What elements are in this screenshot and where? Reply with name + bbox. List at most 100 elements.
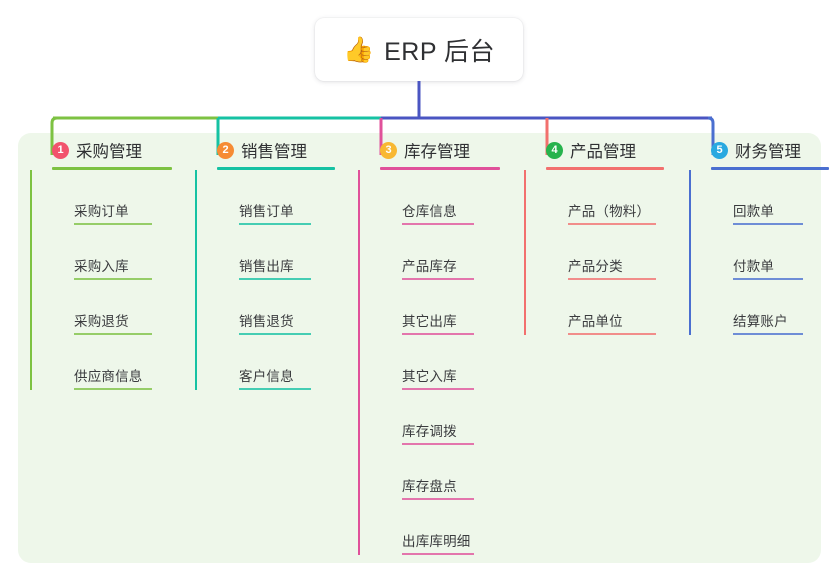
child-item-label: 出库库明细 bbox=[402, 534, 471, 549]
branch-underline bbox=[217, 167, 335, 170]
child-item-underline bbox=[733, 278, 803, 280]
child-item[interactable]: 采购订单 bbox=[52, 170, 172, 225]
child-item-label: 库存调拨 bbox=[402, 424, 457, 439]
child-item[interactable]: 采购入库 bbox=[52, 225, 172, 280]
child-item-label: 付款单 bbox=[733, 259, 775, 274]
child-item-label: 产品单位 bbox=[568, 314, 623, 329]
branch-title: 产品管理 bbox=[570, 143, 636, 161]
child-item-underline bbox=[239, 388, 311, 390]
branch-spine bbox=[30, 170, 32, 390]
branch-underline bbox=[546, 167, 664, 170]
child-item[interactable]: 销售出库 bbox=[217, 225, 335, 280]
child-item-label: 销售订单 bbox=[239, 204, 294, 219]
child-item[interactable]: 采购退货 bbox=[52, 280, 172, 335]
child-item-underline bbox=[402, 223, 474, 225]
child-item[interactable]: 销售退货 bbox=[217, 280, 335, 335]
child-item[interactable]: 库存盘点 bbox=[380, 445, 500, 500]
branches-panel bbox=[18, 133, 821, 563]
child-item-label: 产品库存 bbox=[402, 259, 457, 274]
branch-children-4: 产品（物料） 产品分类产品单位 bbox=[524, 170, 664, 335]
child-item-underline bbox=[733, 223, 803, 225]
branch-number-badge: 1 bbox=[52, 141, 69, 159]
child-item[interactable]: 供应商信息 bbox=[52, 335, 172, 390]
child-item-label: 仓库信息 bbox=[402, 204, 457, 219]
child-item[interactable]: 其它出库 bbox=[380, 280, 500, 335]
branch-title: 采购管理 bbox=[76, 143, 142, 161]
branch-1[interactable]: 1 采购管理采购订单采购入库采购退货供应商信息 bbox=[30, 133, 172, 390]
child-item-label: 其它入库 bbox=[402, 369, 457, 384]
branch-number-badge: 2 bbox=[217, 141, 234, 159]
child-item-underline bbox=[402, 553, 474, 555]
branch-2[interactable]: 2 销售管理销售订单销售出库销售退货客户信息 bbox=[195, 133, 335, 390]
branch-header-1[interactable]: 1 采购管理 bbox=[30, 133, 172, 167]
root-node-title: ERP 后台 bbox=[384, 37, 496, 66]
branch-title: 财务管理 bbox=[735, 143, 801, 161]
child-item-underline bbox=[402, 443, 474, 445]
child-item-label: 销售出库 bbox=[239, 259, 294, 274]
child-item[interactable]: 其它入库 bbox=[380, 335, 500, 390]
child-item-underline bbox=[239, 278, 311, 280]
child-item-label: 产品（物料） bbox=[568, 204, 651, 219]
child-item[interactable]: 销售订单 bbox=[217, 170, 335, 225]
child-item-underline bbox=[402, 333, 474, 335]
child-item-label: 采购入库 bbox=[74, 259, 129, 274]
child-item-label: 销售退货 bbox=[239, 314, 294, 329]
root-node[interactable]: 👍 ERP 后台 bbox=[315, 18, 523, 81]
child-item[interactable]: 付款单 bbox=[711, 225, 829, 280]
child-item[interactable]: 出库库明细 bbox=[380, 500, 500, 555]
child-item-underline bbox=[402, 498, 474, 500]
child-item[interactable]: 回款单 bbox=[711, 170, 829, 225]
child-item-underline bbox=[402, 388, 474, 390]
child-item[interactable]: 库存调拨 bbox=[380, 390, 500, 445]
child-item-underline bbox=[239, 223, 311, 225]
child-item-underline bbox=[568, 223, 656, 225]
child-item-label: 产品分类 bbox=[568, 259, 623, 274]
branch-title: 库存管理 bbox=[404, 143, 470, 161]
child-item[interactable]: 产品分类 bbox=[546, 225, 664, 280]
child-item-label: 供应商信息 bbox=[74, 369, 143, 384]
child-item[interactable]: 结算账户 bbox=[711, 280, 829, 335]
branch-underline bbox=[711, 167, 829, 170]
branch-children-1: 采购订单采购入库采购退货供应商信息 bbox=[30, 170, 172, 390]
child-item[interactable]: 产品库存 bbox=[380, 225, 500, 280]
child-item[interactable]: 仓库信息 bbox=[380, 170, 500, 225]
branch-spine bbox=[524, 170, 526, 335]
branch-header-2[interactable]: 2 销售管理 bbox=[195, 133, 335, 167]
child-item-label: 结算账户 bbox=[733, 314, 788, 329]
child-item-underline bbox=[74, 333, 152, 335]
branch-children-2: 销售订单销售出库销售退货客户信息 bbox=[195, 170, 335, 390]
child-item-underline bbox=[568, 333, 656, 335]
child-item-label: 客户信息 bbox=[239, 369, 294, 384]
thumbs-up-emoji-icon: 👍 bbox=[342, 36, 375, 64]
branch-spine bbox=[689, 170, 691, 335]
child-item[interactable]: 客户信息 bbox=[217, 335, 335, 390]
branch-spine bbox=[195, 170, 197, 390]
child-item-label: 其它出库 bbox=[402, 314, 457, 329]
branch-underline bbox=[380, 167, 500, 170]
branch-columns: 1 采购管理采购订单采购入库采购退货供应商信息 2 销售管理销售订单销售出库销售退货客… bbox=[0, 133, 839, 573]
child-item-label: 库存盘点 bbox=[402, 479, 457, 494]
branch-header-4[interactable]: 4 产品管理 bbox=[524, 133, 664, 167]
child-item-underline bbox=[402, 278, 474, 280]
child-item-label: 采购退货 bbox=[74, 314, 129, 329]
branch-spine bbox=[358, 170, 360, 555]
branch-children-3: 仓库信息产品库存其它出库其它入库库存调拨库存盘点出库库明细 bbox=[358, 170, 500, 555]
child-item-label: 回款单 bbox=[733, 204, 775, 219]
child-item-underline bbox=[568, 278, 656, 280]
branch-underline bbox=[52, 167, 172, 170]
branch-title: 销售管理 bbox=[241, 143, 307, 161]
child-item-label: 采购订单 bbox=[74, 204, 129, 219]
child-item[interactable]: 产品（物料） bbox=[546, 170, 664, 225]
child-item-underline bbox=[239, 333, 311, 335]
child-item[interactable]: 产品单位 bbox=[546, 280, 664, 335]
child-item-underline bbox=[74, 278, 152, 280]
branch-number-badge: 4 bbox=[546, 141, 563, 159]
branch-children-5: 回款单付款单结算账户 bbox=[689, 170, 829, 335]
child-item-underline bbox=[74, 388, 152, 390]
branch-4[interactable]: 4 产品管理产品（物料） 产品分类产品单位 bbox=[524, 133, 664, 335]
